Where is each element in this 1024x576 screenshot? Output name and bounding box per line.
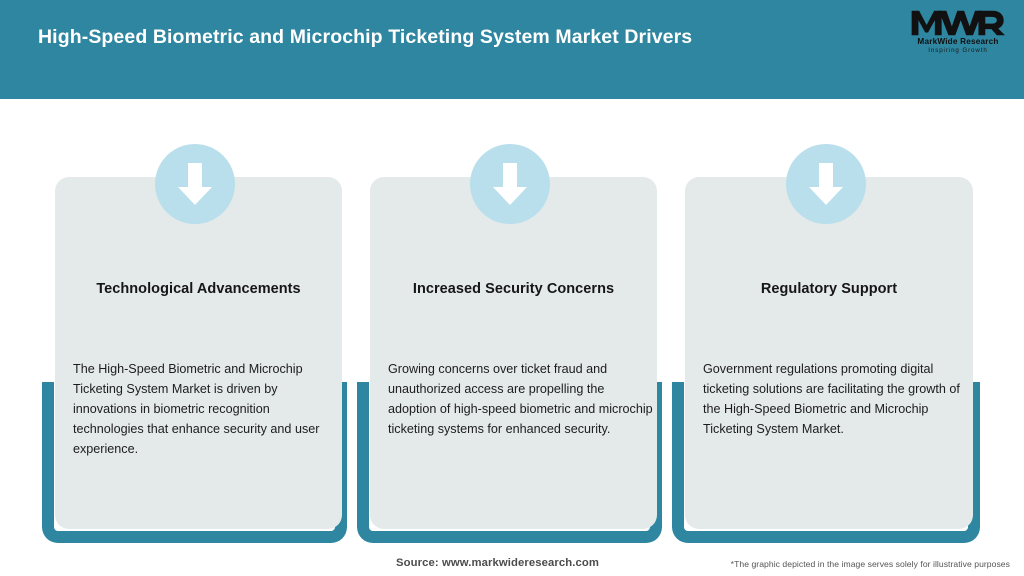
page-title: High-Speed Biometric and Microchip Ticke… [38,26,693,48]
card-panel: Regulatory Support Government regulation… [685,177,973,529]
card-frame-accent [672,382,980,543]
card-title: Increased Security Concerns [412,281,615,297]
card-body-text: Growing concerns over ticket fraud and u… [388,362,653,436]
down-arrow-glyph [492,163,527,205]
logo-company-name: MarkWide Research [917,37,999,46]
source-label: Source: www.markwideresearch.com [396,557,600,569]
card-title: Technological Advancements [96,281,301,297]
card-panel: Increased Security Concerns Growing conc… [370,177,657,529]
logo-tagline: Inspiring Growth [928,47,988,54]
card-panel: Technological Advancements The High-Spee… [55,177,342,529]
down-arrow-icon [469,144,550,224]
page-header: High-Speed Biometric and Microchip Ticke… [0,0,1024,99]
mwr-logo-icon [911,10,1006,36]
down-arrow-icon [154,144,235,224]
card-body-text: The High-Speed Biometric and Microchip T… [73,362,320,456]
markwide-research-logo: MarkWide Research Inspiring Growth [910,8,1006,58]
down-arrow-glyph [809,163,843,205]
card-title: Regulatory Support [760,281,898,297]
disclaimer-note: *The graphic depicted in the image serve… [730,559,1010,569]
down-arrow-icon [786,144,866,224]
card-body-text: Government regulations promoting digital… [703,362,960,436]
down-arrow-glyph [177,163,212,205]
